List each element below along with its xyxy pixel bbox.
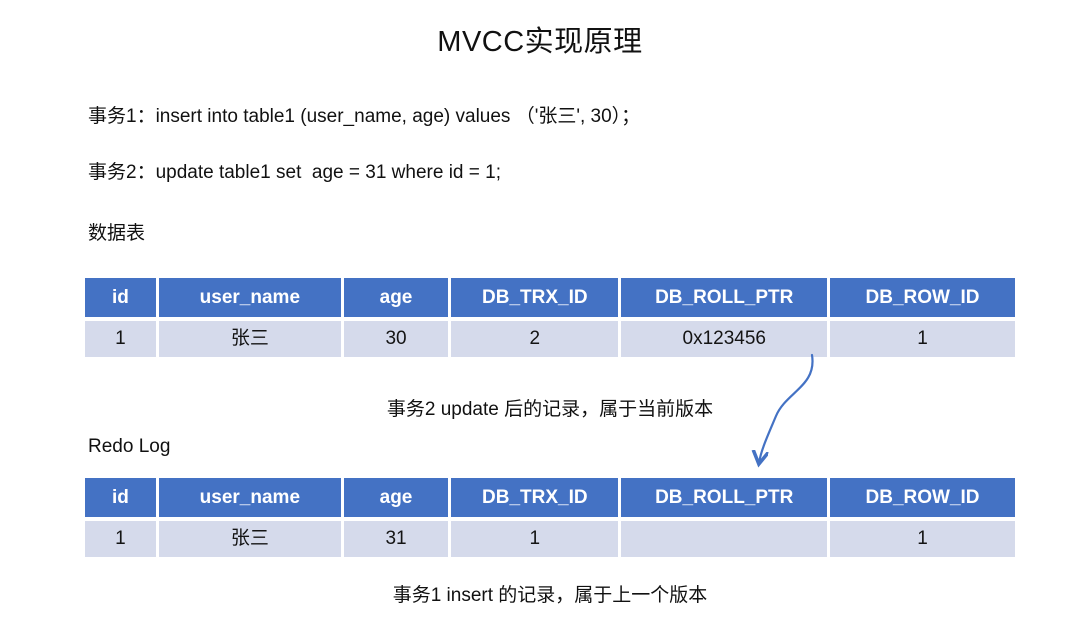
data-table: id user_name age DB_TRX_ID DB_ROLL_PTR D… bbox=[85, 278, 1016, 357]
column-header-db-trx-id: DB_TRX_ID bbox=[451, 278, 619, 317]
cell-db-roll-ptr bbox=[621, 521, 828, 557]
redo-log-header-row: id user_name age DB_TRX_ID DB_ROLL_PTR D… bbox=[85, 478, 1016, 517]
column-header-db-roll-ptr: DB_ROLL_PTR bbox=[621, 478, 828, 517]
cell-db-row-id: 1 bbox=[830, 521, 1016, 557]
column-header-age: age bbox=[343, 278, 449, 317]
cell-id: 1 bbox=[85, 521, 156, 557]
cell-user-name: 张三 bbox=[158, 521, 341, 557]
cell-id: 1 bbox=[85, 321, 156, 357]
cell-db-trx-id: 2 bbox=[451, 321, 619, 357]
column-header-age: age bbox=[343, 478, 449, 517]
transaction-2-statement: 事务2：update table1 set age = 31 where id … bbox=[88, 162, 501, 183]
data-table-label: 数据表 bbox=[88, 223, 146, 244]
data-table-row: 1 张三 30 2 0x123456 1 bbox=[85, 321, 1016, 357]
cell-user-name: 张三 bbox=[158, 321, 341, 357]
cell-db-trx-id: 1 bbox=[451, 521, 619, 557]
previous-version-caption: 事务1 insert 的记录，属于上一个版本 bbox=[392, 585, 708, 606]
page-title: MVCC实现原理 bbox=[437, 26, 643, 58]
redo-log-row: 1 张三 31 1 1 bbox=[85, 521, 1016, 557]
cell-db-row-id: 1 bbox=[830, 321, 1016, 357]
redo-log-label: Redo Log bbox=[88, 436, 171, 457]
column-header-db-trx-id: DB_TRX_ID bbox=[451, 478, 619, 517]
column-header-id: id bbox=[85, 278, 156, 317]
column-header-id: id bbox=[85, 478, 156, 517]
redo-log-table: id user_name age DB_TRX_ID DB_ROLL_PTR D… bbox=[85, 478, 1016, 557]
transaction-1-statement: 事务1：insert into table1 (user_name, age) … bbox=[88, 106, 641, 127]
column-header-db-roll-ptr: DB_ROLL_PTR bbox=[621, 278, 828, 317]
column-header-db-row-id: DB_ROW_ID bbox=[830, 478, 1016, 517]
cell-age: 31 bbox=[343, 521, 449, 557]
column-header-user-name: user_name bbox=[158, 478, 341, 517]
current-version-caption: 事务2 update 后的记录，属于当前版本 bbox=[386, 399, 714, 420]
column-header-db-row-id: DB_ROW_ID bbox=[830, 278, 1016, 317]
column-header-user-name: user_name bbox=[158, 278, 341, 317]
cell-age: 30 bbox=[343, 321, 449, 357]
cell-db-roll-ptr: 0x123456 bbox=[621, 321, 828, 357]
data-table-header-row: id user_name age DB_TRX_ID DB_ROLL_PTR D… bbox=[85, 278, 1016, 317]
